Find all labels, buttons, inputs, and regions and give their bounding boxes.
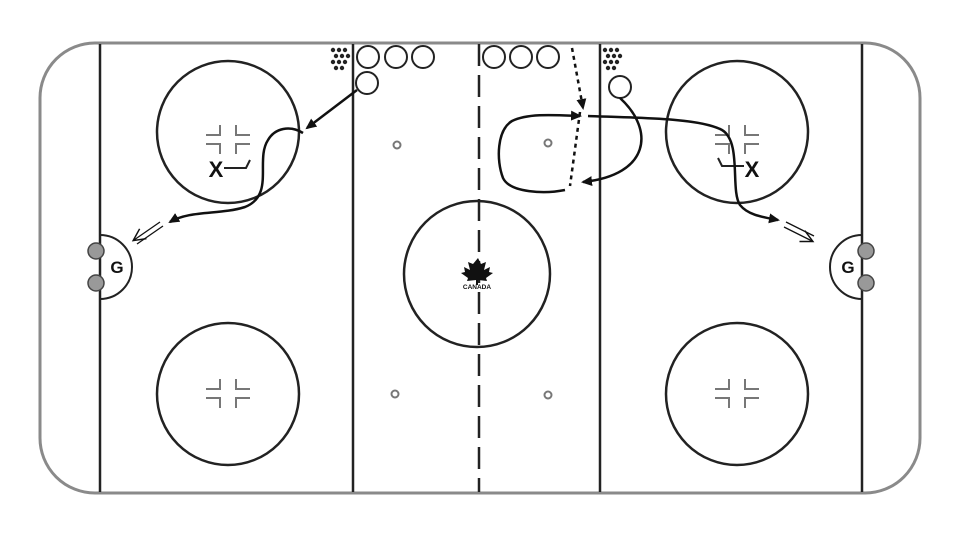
hash-marks-bottom-right — [715, 379, 759, 408]
maple-leaf-icon — [461, 258, 493, 285]
right-x-player: X — [745, 157, 760, 182]
hash-marks-top-right — [715, 125, 759, 154]
left-goal-net — [87, 242, 105, 292]
player-line-left — [355, 45, 435, 95]
player-line-right — [482, 45, 632, 99]
right-skate-route — [587, 114, 780, 224]
puck-pile-left — [330, 47, 351, 71]
right-shot-arrow — [783, 221, 815, 243]
right-goal-crease — [829, 234, 863, 300]
right-goalie-label: G — [841, 258, 854, 277]
left-goalie-label: G — [110, 258, 123, 277]
hash-marks-bottom-left — [206, 379, 250, 408]
right-x-stick — [717, 157, 744, 167]
logo-text: CANADA — [463, 284, 491, 291]
faceoff-circle-bottom-right — [664, 321, 810, 467]
left-x-player: X — [209, 157, 224, 182]
faceoff-circle-bottom-left — [155, 321, 301, 467]
right-goal-net — [857, 242, 875, 292]
right-pass-dotted-1 — [570, 47, 587, 110]
left-goal-crease — [99, 234, 133, 300]
right-loop-route — [581, 97, 643, 187]
right-loop-back — [497, 110, 582, 194]
faceoff-circle-top-right — [664, 59, 810, 205]
hash-marks-top-left — [206, 125, 250, 154]
center-faceoff-circle — [402, 199, 552, 349]
puck-pile-right — [602, 47, 623, 71]
neutral-zone-dots — [390, 138, 553, 400]
left-x-stick — [224, 159, 251, 169]
left-shot-arrow — [131, 221, 164, 245]
left-skate-route — [168, 127, 304, 224]
left-skate-pass-arrow — [305, 89, 358, 130]
